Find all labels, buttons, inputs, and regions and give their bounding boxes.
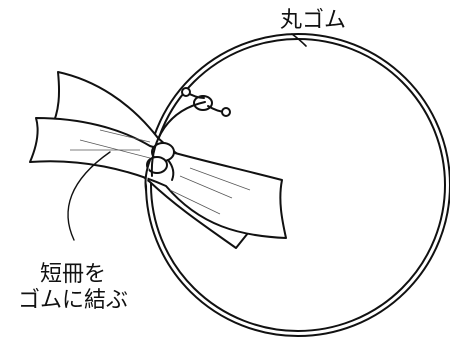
tie-leader <box>67 151 111 241</box>
label-tie-line1: 短冊を <box>40 262 107 287</box>
paper-hatching <box>70 129 251 215</box>
rubber-band-through-knot <box>150 101 206 177</box>
knot <box>144 142 175 191</box>
label-tie-line2: ゴムに結ぶ <box>18 288 129 313</box>
label-rubber-band: 丸ゴム <box>280 8 347 33</box>
label-tie-strip: 短冊を ゴムに結ぶ <box>18 262 128 314</box>
paper-strip-front <box>29 117 287 239</box>
rubber-band-leader <box>291 33 307 47</box>
